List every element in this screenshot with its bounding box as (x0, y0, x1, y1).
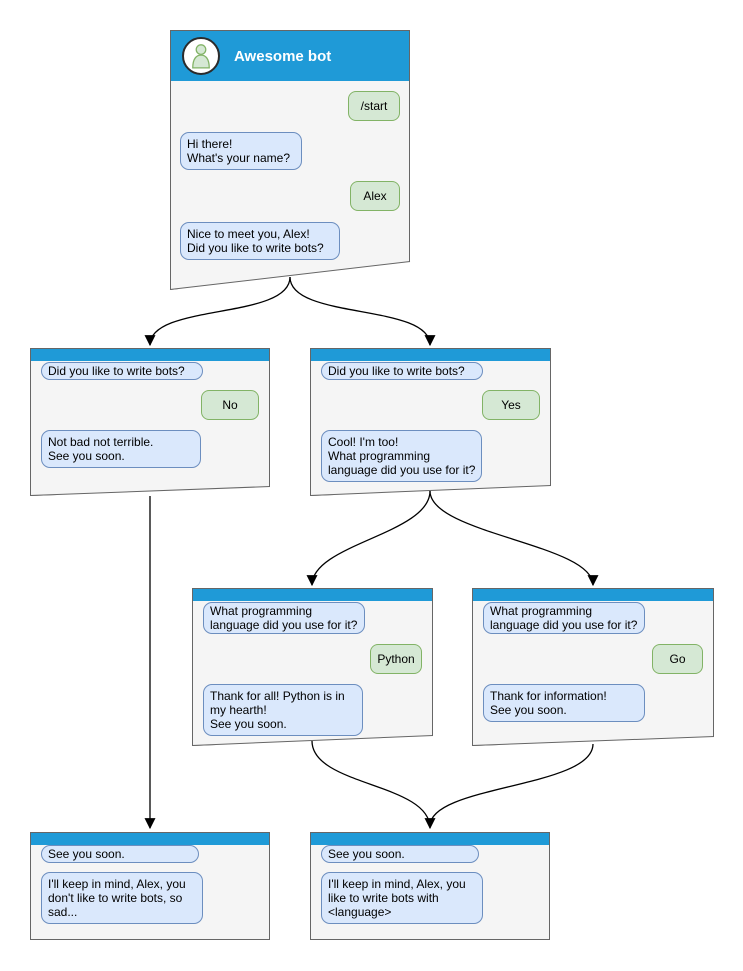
chat-window-end-yes: See you soon. I'll keep in mind, Alex, y… (310, 832, 550, 940)
bot-message: See you soon. (321, 845, 479, 863)
bot-avatar (182, 37, 220, 75)
connector-go-to-end (429, 743, 594, 827)
user-message: No (201, 390, 259, 420)
bot-message: What programming language did you use fo… (483, 602, 645, 634)
message-list: See you soon. I'll keep in mind, Alex, y… (31, 845, 269, 924)
chat-window-no-branch: Did you like to write bots? No Not bad n… (30, 348, 270, 496)
bot-message: I'll keep in mind, Alex, you don't like … (41, 872, 203, 924)
chat-window-end-no: See you soon. I'll keep in mind, Alex, y… (30, 832, 270, 940)
bot-message: Nice to meet you, Alex! Did you like to … (180, 222, 340, 260)
bot-message: Thank for all! Python is in my hearth! S… (203, 684, 363, 736)
bot-message: I'll keep in mind, Alex, you like to wri… (321, 872, 483, 924)
connector-yes-to-go (429, 490, 599, 587)
connector-root-to-yes (289, 276, 436, 347)
user-message: Python (370, 644, 422, 674)
bot-message: Cool! I'm too! What programming language… (321, 430, 482, 482)
message-list: /start Hi there! What's your name? Alex … (171, 81, 409, 270)
message-list: What programming language did you use fo… (473, 601, 713, 722)
user-message: Alex (350, 181, 400, 211)
chat-window-go-branch: What programming language did you use fo… (472, 588, 714, 746)
bot-message: See you soon. (41, 845, 199, 863)
bot-message: Did you like to write bots? (41, 362, 203, 380)
bot-message: Hi there! What's your name? (180, 132, 302, 170)
user-message: Go (652, 644, 703, 674)
chat-window-titlebar (473, 589, 713, 601)
bot-message: Did you like to write bots? (321, 362, 483, 380)
chat-window-root: Awesome bot /start Hi there! What's your… (170, 30, 410, 290)
connector-yes-to-python (306, 490, 431, 587)
user-message: /start (348, 91, 400, 121)
chat-window-titlebar: Awesome bot (171, 31, 409, 81)
message-list: Did you like to write bots? Yes Cool! I'… (311, 361, 550, 482)
bot-message: Thank for information! See you soon. (483, 684, 645, 722)
person-icon (190, 43, 212, 69)
bot-title: Awesome bot (234, 47, 332, 65)
bot-message: What programming language did you use fo… (203, 602, 365, 634)
user-message: Yes (482, 390, 540, 420)
chat-window-titlebar (311, 349, 550, 361)
message-list: What programming language did you use fo… (193, 601, 432, 736)
message-list: See you soon. I'll keep in mind, Alex, y… (311, 845, 549, 924)
message-list: Did you like to write bots? No Not bad n… (31, 361, 269, 468)
chat-window-yes-branch: Did you like to write bots? Yes Cool! I'… (310, 348, 551, 496)
chat-window-titlebar (311, 833, 549, 845)
chat-window-titlebar (31, 833, 269, 845)
chat-window-titlebar (31, 349, 269, 361)
chat-window-titlebar (193, 589, 432, 601)
connector-python-to-end (311, 740, 436, 830)
bot-message: Not bad not terrible. See you soon. (41, 430, 201, 468)
chat-window-python-branch: What programming language did you use fo… (192, 588, 433, 746)
